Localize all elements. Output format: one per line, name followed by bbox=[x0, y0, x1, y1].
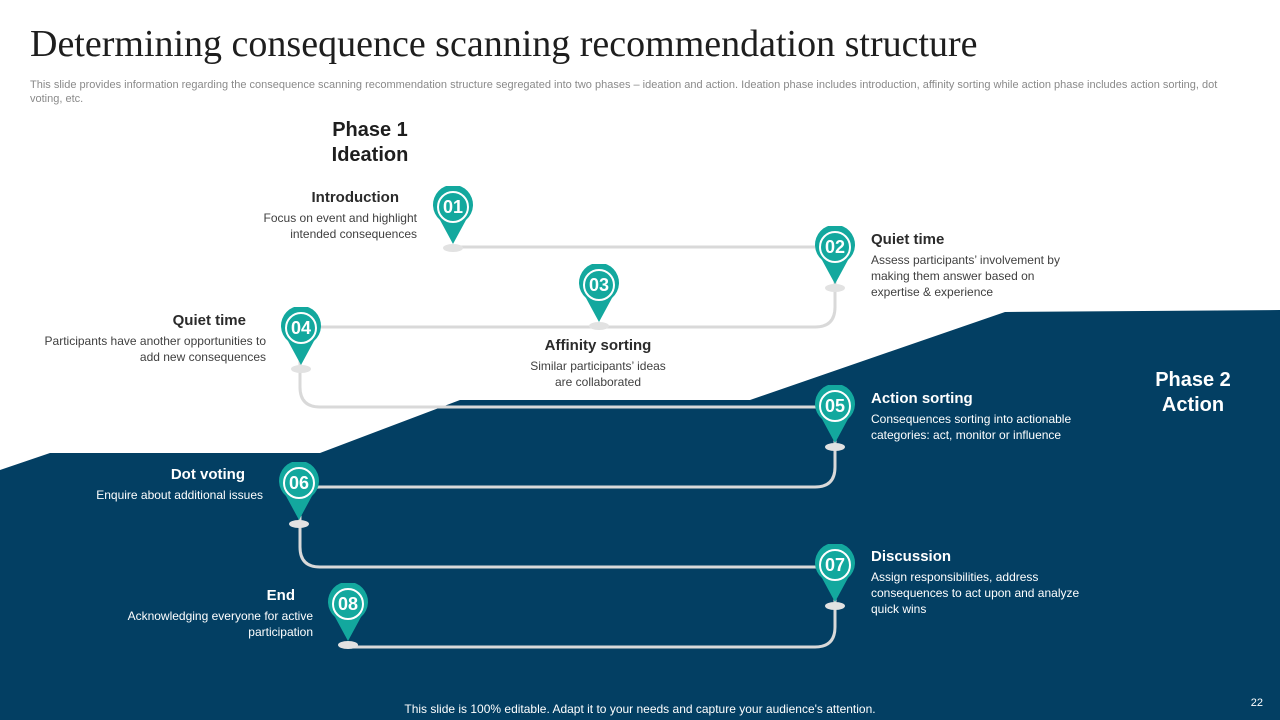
step-03-label: Affinity sorting Similar participants’ i… bbox=[513, 336, 683, 390]
step-08-pin: 08 bbox=[326, 583, 370, 649]
phase2-background bbox=[0, 310, 1280, 720]
step-02-title: Quiet time bbox=[871, 231, 945, 248]
phase1-label: Phase 1 Ideation bbox=[300, 118, 440, 168]
step-01-pin: 01 bbox=[431, 186, 475, 252]
step-07-pin: 07 bbox=[813, 544, 857, 610]
step-04-title: Quiet time bbox=[172, 312, 246, 329]
step-02-number: 02 bbox=[824, 237, 846, 257]
step-01-description: Focus on event and highlight intended co… bbox=[263, 211, 417, 241]
slide-subtitle: This slide provides information regardin… bbox=[30, 79, 1218, 105]
step-05-description: Consequences sorting into actionable cat… bbox=[871, 412, 1072, 442]
step-01-number: 01 bbox=[442, 197, 464, 217]
step-07-number: 07 bbox=[824, 555, 846, 575]
phase2-line1: Phase 2 bbox=[1155, 369, 1231, 391]
step-06-pin: 06 bbox=[277, 462, 321, 528]
step-04-pin: 04 bbox=[279, 307, 323, 373]
step-04-description: Participants have another opportunities … bbox=[44, 334, 266, 364]
step-02-pin: 02 bbox=[813, 226, 857, 292]
footer-note: This slide is 100% editable. Adapt it to… bbox=[404, 702, 876, 716]
phase2-line2: Action bbox=[1161, 394, 1225, 416]
step-02-description: Assess participants’ involvement by maki… bbox=[871, 253, 1060, 299]
step-03-pin: 03 bbox=[577, 264, 621, 330]
step-03-description: Similar participants’ ideas are collabor… bbox=[530, 359, 666, 389]
step-05-number: 05 bbox=[824, 396, 846, 416]
step-03-number: 03 bbox=[588, 275, 610, 295]
step-08-number: 08 bbox=[337, 594, 359, 614]
step-07-title: Discussion bbox=[871, 548, 952, 565]
step-02-label: Quiet time Assess participants’ involvem… bbox=[871, 230, 1076, 300]
slide-title: Determining consequence scanning recomme… bbox=[30, 23, 978, 65]
step-01-title: Introduction bbox=[311, 189, 399, 206]
step-05-label: Action sorting Consequences sorting into… bbox=[871, 389, 1101, 443]
step-06-label: Dot voting Enquire about additional issu… bbox=[60, 465, 263, 503]
step-05-title: Action sorting bbox=[871, 390, 973, 407]
step-06-title: Dot voting bbox=[170, 466, 245, 483]
step-07-description: Assign responsibilities, address consequ… bbox=[871, 570, 1080, 616]
step-08-label: End Acknowledging everyone for active pa… bbox=[103, 586, 313, 640]
step-07-label: Discussion Assign responsibilities, addr… bbox=[871, 547, 1106, 617]
step-04-label: Quiet time Participants have another opp… bbox=[30, 311, 266, 365]
phase1-line1: Phase 1 bbox=[332, 119, 408, 141]
step-05-pin: 05 bbox=[813, 385, 857, 451]
phase2-label: Phase 2 Action bbox=[1130, 368, 1256, 418]
step-06-description: Enquire about additional issues bbox=[96, 488, 263, 502]
step-01-label: Introduction Focus on event and highligh… bbox=[230, 188, 417, 242]
page-number: 22 bbox=[1250, 697, 1263, 709]
step-04-number: 04 bbox=[290, 318, 312, 338]
step-08-title: End bbox=[266, 587, 295, 604]
phase1-line2: Ideation bbox=[331, 144, 409, 166]
step-08-description: Acknowledging everyone for active partic… bbox=[127, 609, 313, 639]
step-03-title: Affinity sorting bbox=[544, 337, 652, 354]
step-06-number: 06 bbox=[288, 473, 310, 493]
